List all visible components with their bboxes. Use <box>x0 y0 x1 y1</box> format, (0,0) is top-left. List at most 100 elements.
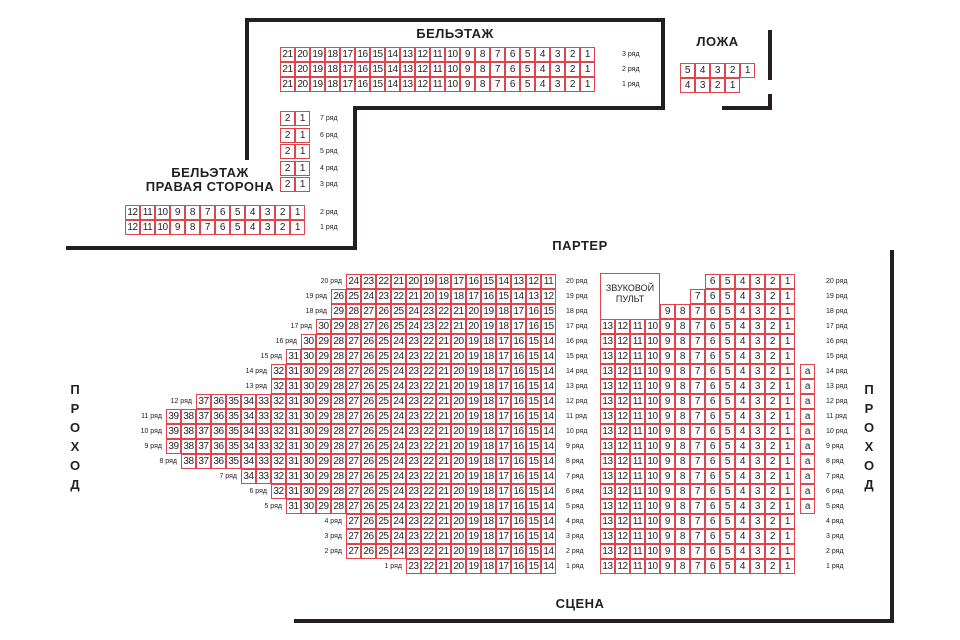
parterre-left-seat[interactable]: 16 <box>511 544 526 559</box>
parterre-left-seat[interactable]: 14 <box>541 364 556 379</box>
parterre-left-seat[interactable]: 15 <box>526 364 541 379</box>
parterre-left-seat[interactable]: 36 <box>211 424 226 439</box>
parterre-right-seat[interactable]: 4 <box>735 424 750 439</box>
beletage-right-seat[interactable]: 3 <box>260 220 275 235</box>
parterre-left-seat[interactable]: 23 <box>406 529 421 544</box>
parterre-right-seat[interactable]: 10 <box>645 484 660 499</box>
parterre-left-seat[interactable]: 37 <box>196 424 211 439</box>
parterre-left-seat[interactable]: 15 <box>526 409 541 424</box>
parterre-right-seat[interactable]: 2 <box>765 409 780 424</box>
parterre-right-seat[interactable]: 11 <box>630 439 645 454</box>
beletage-seat[interactable]: 11 <box>430 47 445 62</box>
parterre-right-seat[interactable]: 2 <box>765 454 780 469</box>
beletage-right-seat[interactable]: 2 <box>280 160 295 176</box>
parterre-left-seat[interactable]: 25 <box>376 349 391 364</box>
parterre-left-seat[interactable]: 38 <box>181 409 196 424</box>
parterre-right-seat[interactable]: 2 <box>765 439 780 454</box>
parterre-right-seat[interactable]: 6 <box>705 424 720 439</box>
parterre-right-seat[interactable]: 1 <box>780 349 795 364</box>
parterre-left-seat[interactable]: 24 <box>391 364 406 379</box>
parterre-left-seat[interactable]: 23 <box>406 364 421 379</box>
parterre-left-seat[interactable]: 13 <box>526 289 541 304</box>
parterre-left-seat[interactable]: 17 <box>496 379 511 394</box>
parterre-left-seat[interactable]: 15 <box>526 394 541 409</box>
parterre-right-seat[interactable]: 11 <box>630 514 645 529</box>
parterre-left-seat[interactable]: 23 <box>406 424 421 439</box>
parterre-left-seat[interactable]: 17 <box>511 304 526 319</box>
parterre-left-seat[interactable]: 29 <box>316 454 331 469</box>
parterre-left-seat[interactable]: 22 <box>421 364 436 379</box>
parterre-right-seat[interactable]: 2 <box>765 304 780 319</box>
parterre-left-seat[interactable]: 34 <box>241 394 256 409</box>
parterre-left-seat[interactable]: 21 <box>436 409 451 424</box>
parterre-right-seat[interactable]: 1 <box>780 499 795 514</box>
parterre-left-seat[interactable]: 18 <box>496 304 511 319</box>
parterre-left-seat[interactable]: 35 <box>226 424 241 439</box>
parterre-right-seat[interactable]: 1 <box>780 394 795 409</box>
parterre-left-seat[interactable]: 22 <box>421 454 436 469</box>
loge-seat[interactable]: 3 <box>695 78 710 93</box>
parterre-left-seat[interactable]: 25 <box>376 484 391 499</box>
parterre-left-seat[interactable]: 32 <box>271 439 286 454</box>
parterre-right-seat[interactable]: 9 <box>660 409 675 424</box>
parterre-left-seat[interactable]: 31 <box>286 379 301 394</box>
parterre-right-seat[interactable]: 5 <box>720 379 735 394</box>
parterre-right-seat[interactable]: 6 <box>705 349 720 364</box>
loge-seat[interactable]: 1 <box>725 78 740 93</box>
beletage-seat[interactable]: 7 <box>490 62 505 77</box>
parterre-right-seat[interactable]: 12 <box>615 439 630 454</box>
parterre-right-seat[interactable]: 9 <box>660 559 675 574</box>
parterre-left-seat[interactable]: 15 <box>541 304 556 319</box>
parterre-left-seat[interactable]: 22 <box>421 499 436 514</box>
parterre-right-seat[interactable]: 12 <box>615 454 630 469</box>
parterre-right-seat[interactable]: 12 <box>615 319 630 334</box>
parterre-right-seat[interactable]: 5 <box>720 484 735 499</box>
parterre-right-seat[interactable]: 12 <box>615 544 630 559</box>
parterre-left-seat[interactable]: 18 <box>481 394 496 409</box>
beletage-seat[interactable]: 6 <box>505 62 520 77</box>
parterre-left-seat[interactable]: 20 <box>451 334 466 349</box>
parterre-left-seat[interactable]: 20 <box>451 454 466 469</box>
parterre-left-seat[interactable]: 38 <box>181 439 196 454</box>
parterre-left-seat[interactable]: 26 <box>361 409 376 424</box>
parterre-right-seat[interactable]: 12 <box>615 559 630 574</box>
parterre-left-seat[interactable]: 11 <box>541 274 556 289</box>
beletage-seat[interactable]: 19 <box>310 77 325 92</box>
beletage-seat[interactable]: 12 <box>415 77 430 92</box>
parterre-left-seat[interactable]: 27 <box>361 304 376 319</box>
parterre-right-seat[interactable]: 1 <box>780 454 795 469</box>
parterre-right-seat[interactable]: 9 <box>660 469 675 484</box>
parterre-left-seat[interactable]: 35 <box>226 439 241 454</box>
beletage-seat[interactable]: 16 <box>355 77 370 92</box>
parterre-right-seat[interactable]: 8 <box>675 469 690 484</box>
parterre-right-seat-a[interactable]: a <box>800 364 815 379</box>
parterre-right-seat[interactable]: 8 <box>675 409 690 424</box>
parterre-left-seat[interactable]: 32 <box>271 364 286 379</box>
parterre-right-seat[interactable]: 3 <box>750 454 765 469</box>
parterre-right-seat[interactable]: 3 <box>750 529 765 544</box>
parterre-left-seat[interactable]: 32 <box>271 484 286 499</box>
parterre-right-seat[interactable]: 9 <box>660 499 675 514</box>
parterre-right-seat[interactable]: 6 <box>705 469 720 484</box>
parterre-left-seat[interactable]: 21 <box>436 394 451 409</box>
parterre-right-seat[interactable]: 2 <box>765 544 780 559</box>
beletage-right-seat[interactable]: 5 <box>230 220 245 235</box>
parterre-right-seat[interactable]: 5 <box>720 454 735 469</box>
beletage-right-seat[interactable]: 1 <box>295 144 310 159</box>
parterre-right-seat[interactable]: 5 <box>720 439 735 454</box>
parterre-left-seat[interactable]: 30 <box>301 484 316 499</box>
parterre-left-seat[interactable]: 25 <box>376 379 391 394</box>
parterre-left-seat[interactable]: 27 <box>346 499 361 514</box>
beletage-right-seat[interactable]: 6 <box>215 220 230 235</box>
parterre-left-seat[interactable]: 21 <box>436 439 451 454</box>
parterre-left-seat[interactable]: 17 <box>496 334 511 349</box>
parterre-left-seat[interactable]: 37 <box>196 394 211 409</box>
parterre-right-seat[interactable]: 7 <box>690 544 705 559</box>
parterre-left-seat[interactable]: 18 <box>436 274 451 289</box>
beletage-seat[interactable]: 12 <box>415 62 430 77</box>
parterre-right-seat[interactable]: 6 <box>705 334 720 349</box>
beletage-right-seat[interactable]: 2 <box>275 220 290 235</box>
parterre-right-seat-a[interactable]: a <box>800 409 815 424</box>
parterre-left-seat[interactable]: 14 <box>541 469 556 484</box>
parterre-right-seat[interactable]: 1 <box>780 364 795 379</box>
